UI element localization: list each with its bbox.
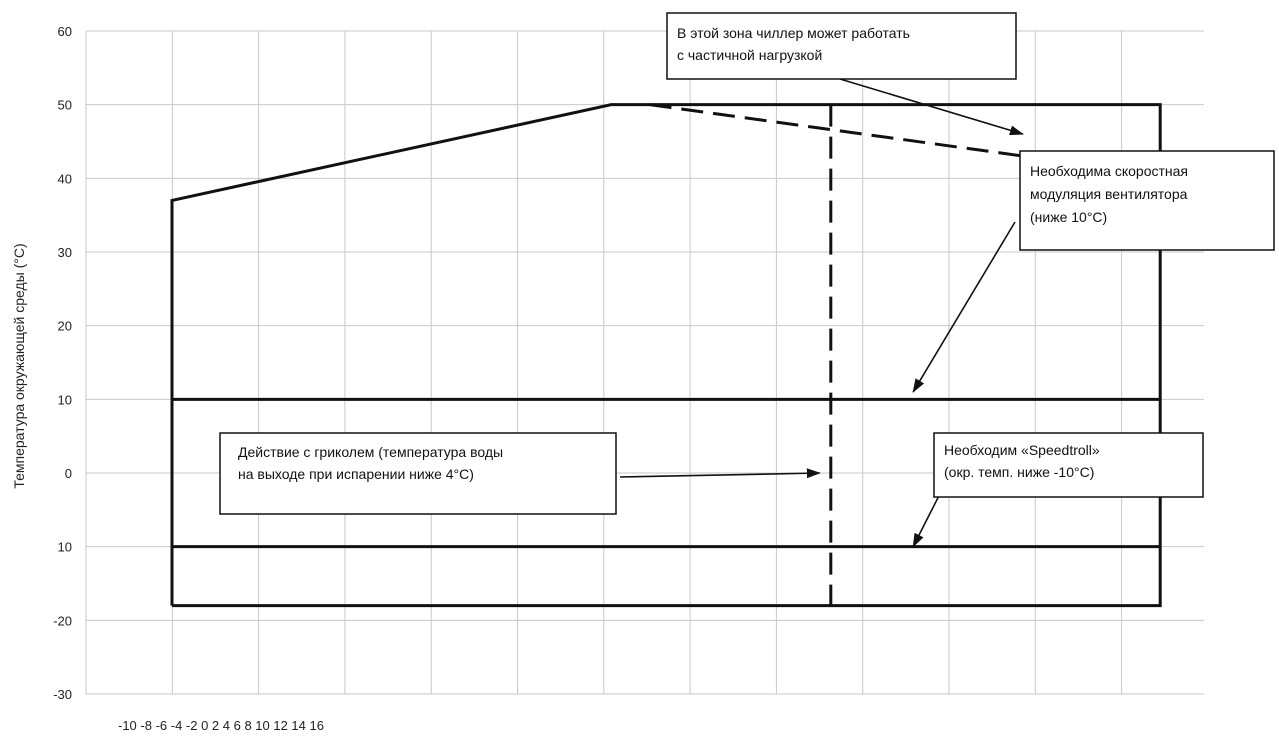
y-axis-ticks: 60 50 40 30 20 10 0 10 -20 -30: [53, 24, 72, 702]
y-tick-label: 60: [58, 24, 72, 39]
annotation-arrow: [619, 468, 821, 479]
annotation-text: Необходима скоростная: [1030, 163, 1188, 179]
chart-lines: [170, 103, 1162, 608]
annotation-arrow: [912, 221, 1016, 393]
y-tick-label: -30: [53, 687, 72, 702]
annotation: В этой зона чиллер может работать с части…: [666, 12, 1024, 136]
annotation: Необходима скоростная модуляция вентилято…: [912, 150, 1275, 393]
annotation-box: [219, 432, 617, 515]
annotation: Необходим «Speedtroll» (окр. темп. ниже -…: [912, 432, 1204, 548]
annotation-text: модуляция вентилятора: [1030, 186, 1188, 202]
annotation-box: [933, 432, 1204, 498]
y-tick-label: 20: [58, 319, 72, 334]
y-tick-label: 10: [58, 392, 72, 407]
grid: [85, 30, 1204, 695]
annotation-arrow: [839, 78, 1024, 136]
y-tick-label: -20: [53, 613, 72, 628]
y-tick-label: 30: [58, 245, 72, 260]
annotation-text: В этой зона чиллер может работать: [677, 25, 910, 41]
annotations: В этой зона чиллер может работать с части…: [219, 12, 1275, 548]
operating-envelope: [170, 103, 1162, 608]
annotation-box: [666, 12, 1017, 80]
annotation-text: (ниже 10°С): [1030, 209, 1107, 225]
y-tick-label: 10: [58, 540, 72, 555]
annotation-text: (окр. темп. ниже -10°С): [944, 464, 1094, 480]
y-axis-label: Температура окружающей среды (°C): [11, 243, 27, 488]
annotation-box: [1019, 150, 1275, 251]
y-tick-label: 40: [58, 171, 72, 186]
x-axis-tick-labels: -10 -8 -6 -4 -2 0 2 4 6 8 10 12 14 16: [118, 718, 324, 733]
annotation: Действие с гриколем (температура воды на …: [219, 432, 821, 515]
y-tick-label: 50: [58, 98, 72, 113]
annotation-text: Действие с гриколем (температура воды: [238, 444, 503, 460]
y-tick-label: 0: [65, 466, 72, 481]
dashed-line: [649, 103, 1079, 166]
annotation-text: Необходим «Speedtroll»: [944, 442, 1100, 458]
annotation-text: с частичной нагрузкой: [677, 47, 822, 63]
annotation-text: на выходе при испарении ниже 4°С): [238, 466, 474, 482]
